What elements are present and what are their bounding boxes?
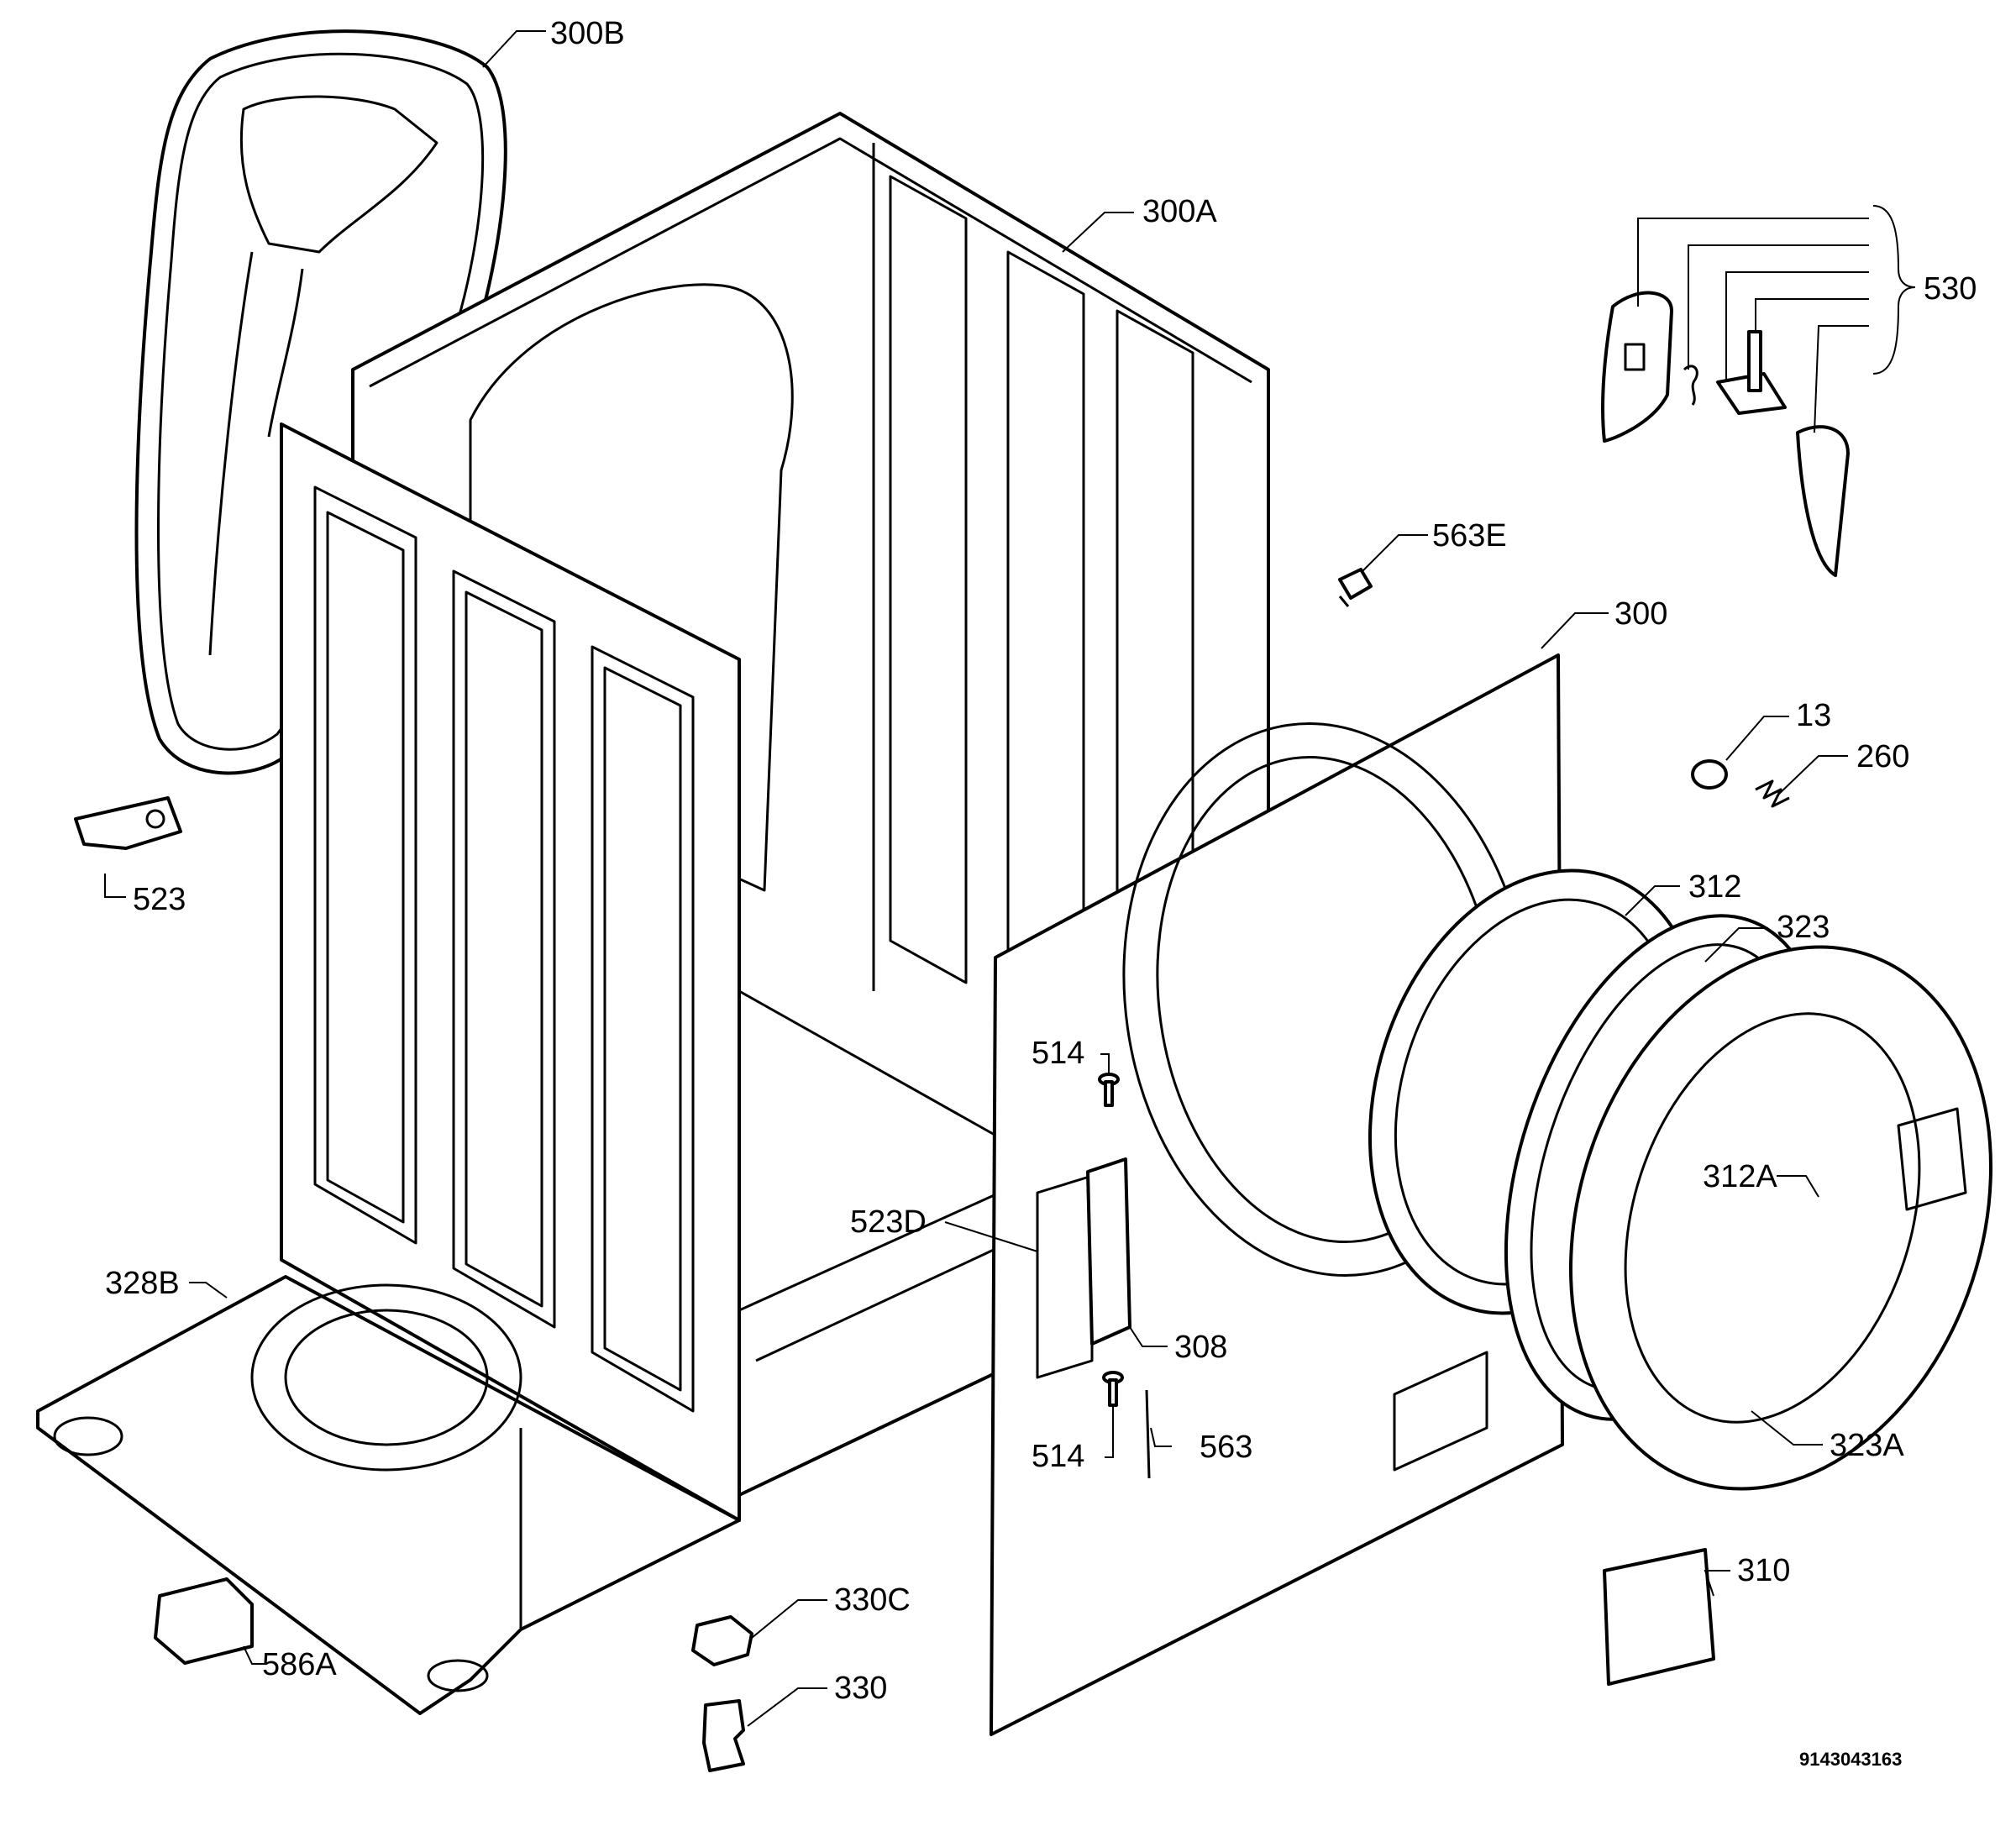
label-310: 310 (1737, 1553, 1790, 1588)
label-13: 13 (1796, 698, 1831, 733)
bracket-586A-part (154, 1577, 254, 1665)
label-312: 312 (1688, 869, 1741, 905)
label-586A: 586A (262, 1647, 337, 1682)
label-563E: 563E (1432, 518, 1507, 554)
label-300B: 300B (550, 16, 625, 51)
label-523: 523 (133, 882, 186, 917)
clip-523-part (74, 796, 182, 850)
door-outer-323A-part (1569, 945, 1992, 1491)
label-328B: 328B (105, 1266, 180, 1301)
hinge-308-part (1086, 1157, 1131, 1346)
label-300: 300 (1614, 596, 1667, 632)
part-labels: 300B 300A 530 563E 300 13 260 523 312 32… (105, 16, 1977, 1770)
screw-514a-part (1098, 1073, 1120, 1107)
label-312A: 312A (1703, 1159, 1777, 1194)
spring-260-part (1755, 779, 1790, 808)
label-514-upper: 514 (1032, 1036, 1084, 1071)
foot-330C-part (691, 1615, 753, 1666)
label-514-lower: 514 (1032, 1439, 1084, 1474)
label-308: 308 (1174, 1330, 1227, 1365)
foot-330-part (702, 1699, 745, 1772)
label-330C: 330C (834, 1582, 911, 1618)
label-330: 330 (834, 1671, 887, 1706)
cover-310-part (1603, 1548, 1715, 1686)
leader-lines (104, 30, 1916, 1727)
label-300A: 300A (1142, 194, 1217, 229)
latch-563E-part (1338, 568, 1373, 607)
base-part (36, 1275, 741, 1715)
label-563: 563 (1200, 1430, 1252, 1465)
label-530: 530 (1924, 271, 1977, 307)
rod-563-part (1145, 1389, 1151, 1479)
side-panel-part (280, 422, 741, 1522)
rear-gasket-part (134, 29, 507, 775)
door-handle-set-part (1601, 291, 1850, 577)
screw-514b-part (1102, 1371, 1124, 1407)
label-260: 260 (1856, 739, 1909, 774)
drawing-number: 9143043163 (1799, 1749, 1902, 1770)
label-323: 323 (1777, 910, 1830, 945)
label-323A: 323A (1830, 1428, 1904, 1463)
knob-13-part (1691, 759, 1728, 790)
label-523D: 523D (850, 1204, 927, 1240)
